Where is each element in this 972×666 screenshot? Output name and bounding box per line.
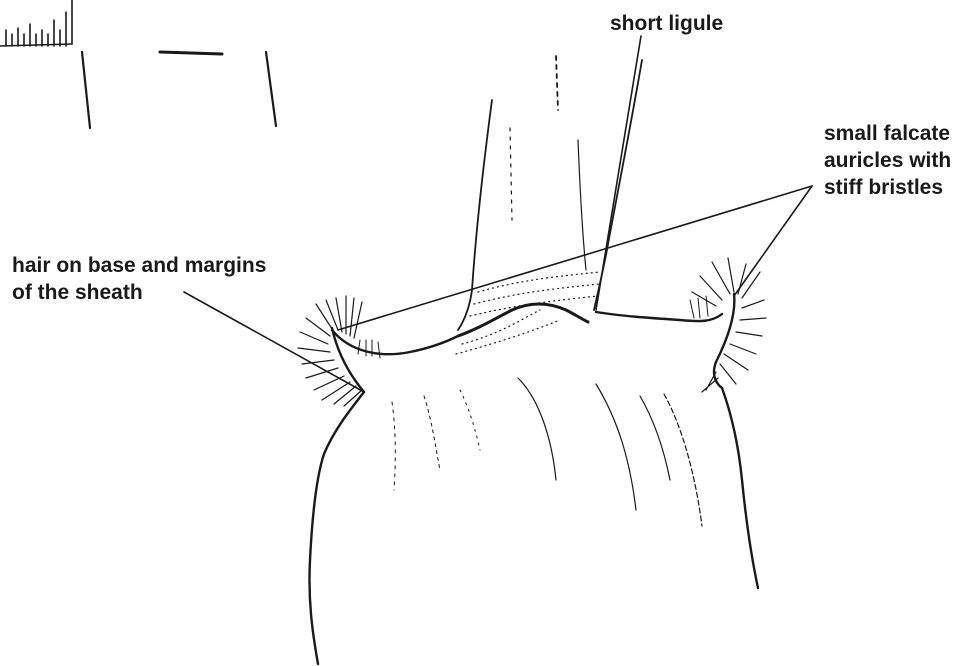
- label-auricles: small falcate auricles with stiff bristl…: [824, 120, 951, 201]
- leader-lines: [184, 36, 812, 392]
- label-auricles-line-2: auricles with: [824, 147, 951, 174]
- label-auricles-line-1: small falcate: [824, 120, 951, 147]
- right-auricle-bristles: [690, 258, 766, 392]
- leader-auricles-right: [734, 186, 812, 296]
- leader-short-ligule: [596, 36, 641, 310]
- leaf-blade-fragment: [82, 52, 276, 128]
- label-hair-line-1: hair on base and margins: [12, 252, 266, 279]
- label-hair: hair on base and margins of the sheath: [12, 252, 266, 306]
- leaf-sheath: [309, 378, 758, 664]
- collar-margin: [332, 312, 722, 354]
- scale-ruler-fragment: [0, 0, 72, 46]
- ligule-rim: [458, 304, 588, 336]
- ligule-stipple: [456, 272, 600, 354]
- label-auricles-line-3: stiff bristles: [824, 174, 951, 201]
- label-short-ligule-text: short ligule: [610, 12, 723, 35]
- label-short-ligule: short ligule: [610, 10, 723, 37]
- label-hair-line-2: of the sheath: [12, 279, 266, 306]
- culm: [458, 56, 642, 330]
- right-auricle: [714, 294, 734, 388]
- leader-auricles-left: [338, 186, 812, 330]
